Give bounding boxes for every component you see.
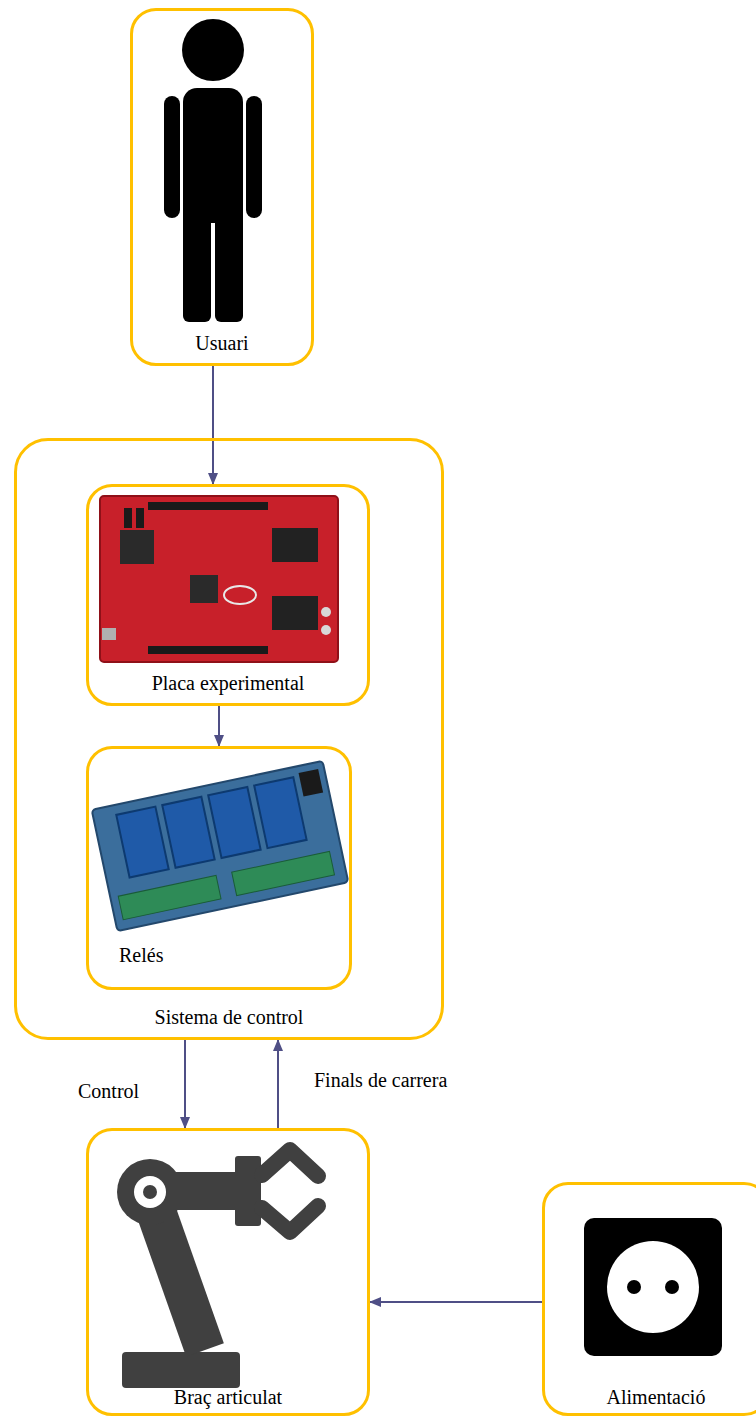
arrow-connector	[184, 1040, 186, 1128]
node-label: Sistema de control	[17, 1006, 441, 1029]
relay-module-image	[92, 761, 349, 931]
edge-label: Control	[76, 1080, 141, 1103]
device-box: Braç articulat	[86, 1128, 370, 1416]
board-image	[100, 496, 338, 662]
group-box: Sistema de control Placa experimentalRelé…	[14, 438, 444, 1040]
node-label: Placa experimental	[89, 672, 367, 695]
robot-arm-icon	[117, 1150, 318, 1388]
component-box: Placa experimental	[86, 484, 370, 706]
person-icon	[164, 19, 262, 322]
edge-label: Finals de carrera	[312, 1069, 449, 1092]
arrow-connector	[370, 1301, 542, 1303]
node-label: Relés	[119, 944, 163, 967]
arrow-connector	[218, 706, 220, 746]
node-label: Alimentació	[545, 1386, 756, 1409]
component-box: Relés	[86, 746, 352, 990]
node-label: Braç articulat	[89, 1386, 367, 1409]
arrow-connector	[277, 1040, 279, 1128]
node-label: Usuari	[133, 332, 311, 355]
power-box: Alimentació	[542, 1182, 756, 1416]
socket-icon	[584, 1218, 722, 1356]
arrow-connector	[212, 366, 214, 484]
actor-box: Usuari	[130, 8, 314, 366]
